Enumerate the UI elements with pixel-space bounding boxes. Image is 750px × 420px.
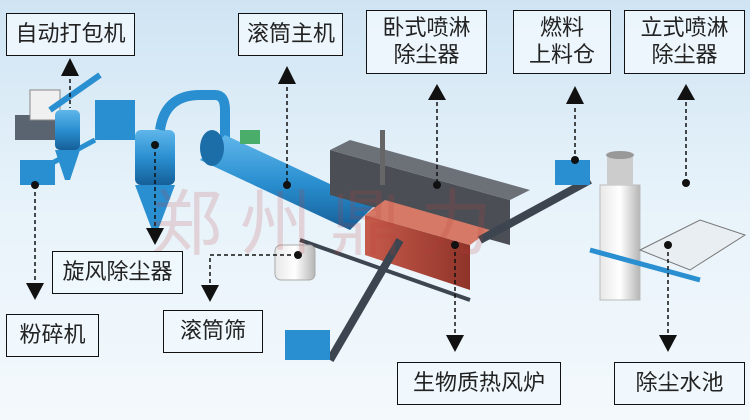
arrow-down-icon: [201, 285, 219, 302]
dust-pool: [638, 219, 747, 271]
point-dot: [31, 181, 39, 189]
label-line: 燃料: [539, 16, 584, 41]
horizontal-spray-scrubber: [330, 130, 530, 245]
point-dot: [682, 179, 690, 187]
arrow-down-icon: [146, 228, 164, 245]
arrow-up-icon: [428, 84, 446, 100]
label-line: 上料仓: [528, 43, 595, 68]
point-dot: [151, 141, 159, 149]
label-line: 立式喷淋: [640, 16, 729, 41]
arrow-down-icon: [26, 283, 44, 300]
arrow-down-icon: [446, 335, 464, 352]
point-dot: [571, 156, 579, 164]
label-drum-main: 滚筒主机: [238, 13, 343, 56]
leader-drum-screen: [209, 254, 298, 288]
drum-screen-machine: [274, 244, 316, 281]
arrow-up-icon: [278, 66, 296, 84]
label-dust-pool: 除尘水池: [614, 362, 745, 405]
label-biomass-furnace: 生物质热风炉: [397, 362, 561, 405]
label-line: 卧式喷淋: [382, 16, 471, 41]
arrow-down-icon: [659, 335, 677, 352]
point-dot: [451, 241, 459, 249]
arrow-up-icon: [566, 86, 584, 104]
point-dot: [283, 181, 291, 189]
watermark: 郑州鼎力: [150, 182, 511, 266]
label-cyclone: 旋风除尘器: [52, 251, 183, 294]
point-dot: [664, 241, 672, 249]
label-line: 除尘器: [393, 43, 460, 68]
leader-lines: [34, 72, 687, 340]
label-auto-packer: 自动打包机: [6, 13, 135, 56]
label-crusher: 粉碎机: [6, 314, 99, 357]
arrow-up-icon: [677, 84, 695, 100]
label-line: 除尘器: [651, 43, 718, 68]
label-drum-screen: 滚筒筛: [163, 310, 263, 353]
fuel-conveyor: [478, 160, 592, 244]
label-vertical-spray: 立式喷淋 除尘器: [624, 10, 745, 74]
auto-packer-machine: [15, 72, 102, 140]
label-horizontal-spray: 卧式喷淋 除尘器: [366, 10, 487, 74]
arrowheads: [26, 58, 695, 352]
vertical-spray-tower: [589, 151, 701, 301]
cyclone-machine: [55, 90, 230, 230]
conveyor-to-screen: [285, 237, 404, 363]
point-dot: [294, 251, 302, 259]
point-dot: [433, 181, 441, 189]
label-fuel-bin: 燃料 上料仓: [513, 10, 611, 74]
arrow-up-icon: [61, 58, 79, 76]
